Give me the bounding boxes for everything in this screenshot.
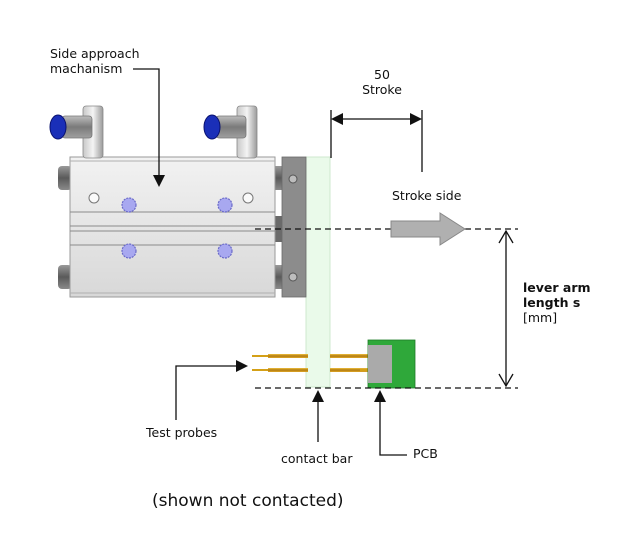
lever-arm-label-unit: [mm] — [523, 310, 557, 325]
pcb-leader — [374, 390, 407, 456]
mechanism-label-line2: machanism — [50, 61, 122, 76]
stroke-value: 50 — [374, 67, 390, 82]
stroke-dimension — [330, 110, 423, 172]
mounting-plate — [281, 156, 307, 298]
pcb — [367, 339, 416, 389]
lever-arm-label-line1: lever arm — [523, 280, 591, 295]
air-fitting-left — [49, 105, 104, 159]
contact-bar — [305, 156, 331, 388]
stroke-label: Stroke — [362, 82, 402, 97]
lever-arm-dimension — [498, 229, 514, 388]
cylinder-body — [69, 156, 276, 298]
mechanism-label-line1: Side approach — [50, 46, 140, 61]
screws — [121, 197, 233, 259]
stroke-side-label: Stroke side — [392, 188, 462, 203]
mechanism-leader — [133, 68, 165, 187]
test-probes — [252, 354, 370, 372]
test-probes-leader — [175, 360, 248, 420]
contact-bar-leader — [312, 390, 324, 442]
stroke-direction-arrow — [390, 212, 466, 246]
lever-arm-label-line2: length s — [523, 295, 580, 310]
body-holes — [88, 192, 254, 204]
pcb-label: PCB — [413, 446, 438, 461]
caption: (shown not contacted) — [152, 491, 344, 511]
air-fitting-right — [203, 105, 258, 159]
test-probes-label: Test probes — [145, 425, 217, 440]
contact-bar-label: contact bar — [281, 451, 353, 466]
